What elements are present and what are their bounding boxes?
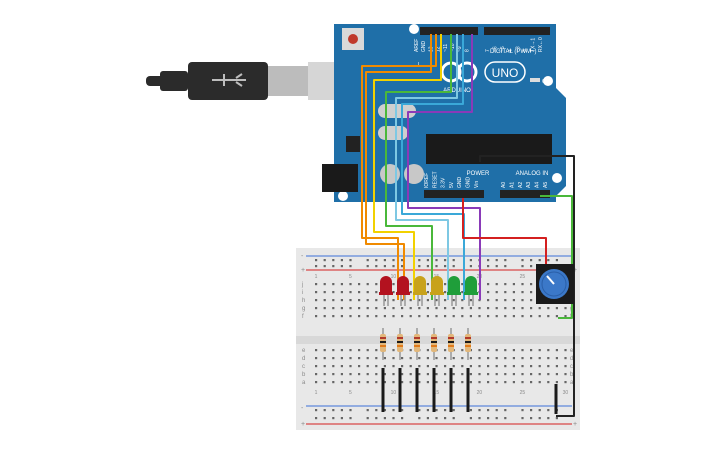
on-label: ON bbox=[542, 79, 550, 85]
svg-text:10: 10 bbox=[391, 274, 397, 280]
power-label: POWER bbox=[467, 171, 490, 177]
wire-orange-1 bbox=[361, 34, 437, 300]
svg-text:-: - bbox=[301, 253, 304, 260]
resistor bbox=[431, 328, 437, 360]
pin-label: ~3 bbox=[515, 46, 521, 52]
svg-text:i: i bbox=[302, 290, 303, 296]
wire-light-blue bbox=[395, 34, 458, 300]
pin-label: IOREF bbox=[424, 173, 430, 188]
svg-text:c: c bbox=[302, 364, 305, 370]
svg-text:5: 5 bbox=[349, 274, 352, 280]
reset-button bbox=[348, 34, 358, 44]
svg-text:c: c bbox=[570, 364, 573, 370]
svg-text:a: a bbox=[302, 380, 306, 386]
led-green bbox=[447, 276, 461, 306]
pin-label: ~5 bbox=[500, 46, 506, 52]
wire-orange-2 bbox=[365, 34, 432, 300]
pin-label: A4 bbox=[535, 182, 541, 188]
svg-text:15: 15 bbox=[434, 390, 440, 396]
pin-label: GND bbox=[421, 41, 427, 53]
wire-green bbox=[385, 34, 452, 300]
pin-label: TX→1 bbox=[531, 38, 537, 52]
svg-text:h: h bbox=[302, 298, 305, 304]
pin-label: 2 bbox=[523, 49, 529, 52]
pin-label: AREF bbox=[414, 39, 420, 52]
svg-text:a: a bbox=[570, 380, 574, 386]
svg-text:e: e bbox=[570, 348, 574, 354]
pin-label: ~10 bbox=[450, 43, 456, 52]
svg-text:b: b bbox=[570, 372, 574, 378]
led-red bbox=[396, 276, 410, 306]
svg-text:1: 1 bbox=[315, 274, 318, 280]
pin-label: A0 bbox=[501, 182, 507, 188]
led-yellow bbox=[430, 276, 444, 306]
svg-text:1: 1 bbox=[315, 390, 318, 396]
svg-text:25: 25 bbox=[520, 274, 526, 280]
pin-label: ~11 bbox=[443, 44, 449, 52]
svg-text:e: e bbox=[302, 348, 306, 354]
resistor bbox=[380, 328, 386, 360]
pin-label: ~6 bbox=[493, 46, 499, 52]
svg-text:g: g bbox=[302, 306, 305, 312]
model-label: UNO bbox=[492, 66, 519, 80]
led-yellow bbox=[413, 276, 427, 306]
led-red bbox=[379, 276, 393, 306]
led-green bbox=[464, 276, 478, 306]
svg-text:b: b bbox=[302, 372, 306, 378]
svg-text:10: 10 bbox=[391, 390, 397, 396]
pin-label: GND bbox=[466, 177, 472, 189]
svg-text:-: - bbox=[301, 405, 304, 412]
svg-text:+: + bbox=[573, 267, 577, 274]
pin-label: 5V bbox=[449, 181, 455, 188]
svg-text:d: d bbox=[302, 356, 305, 362]
pin-label: 8 bbox=[464, 49, 470, 52]
leds bbox=[379, 276, 478, 306]
pin-label: A5 bbox=[543, 182, 549, 188]
pin-label: 4 bbox=[508, 49, 514, 52]
svg-text:j: j bbox=[301, 282, 303, 288]
resistor bbox=[448, 328, 454, 360]
resistor bbox=[465, 328, 471, 360]
pin-label: 12 bbox=[436, 46, 442, 52]
pin-label: A2 bbox=[518, 182, 524, 188]
breadboard-holes bbox=[315, 259, 567, 420]
pin-label: Vin bbox=[474, 181, 480, 188]
pin-label: 3.3V bbox=[441, 177, 447, 188]
resistor bbox=[397, 328, 403, 360]
svg-text:+: + bbox=[301, 421, 305, 428]
pin-label: ~9 bbox=[457, 46, 463, 52]
pin-label: RESET bbox=[432, 171, 438, 188]
analog-label: ANALOG IN bbox=[516, 171, 549, 177]
usb-icon bbox=[212, 73, 246, 87]
svg-text:f: f bbox=[302, 314, 304, 320]
pin-label: A3 bbox=[526, 182, 532, 188]
ground-jumpers bbox=[381, 368, 558, 414]
svg-text:25: 25 bbox=[520, 390, 526, 396]
pin-label: A1 bbox=[509, 182, 515, 188]
svg-text:d: d bbox=[570, 356, 573, 362]
wires bbox=[361, 34, 575, 417]
svg-text:+: + bbox=[573, 421, 577, 428]
pin-label: 7 bbox=[485, 49, 491, 52]
pin-label: GND bbox=[457, 177, 463, 189]
usb-cable bbox=[146, 62, 358, 100]
pin-label: RX←0 bbox=[538, 37, 544, 52]
wire-green-analog bbox=[540, 195, 573, 319]
svg-text:+: + bbox=[301, 267, 305, 274]
svg-text:20: 20 bbox=[477, 390, 483, 396]
potentiometer bbox=[536, 264, 574, 304]
resistor bbox=[414, 328, 420, 360]
svg-text:5: 5 bbox=[349, 390, 352, 396]
resistors bbox=[380, 328, 471, 360]
wire-yellow bbox=[373, 34, 442, 300]
wire-black-gnd bbox=[479, 155, 575, 417]
digital-header-label: DIGITAL (PWM~) bbox=[490, 49, 537, 55]
svg-text:30: 30 bbox=[563, 390, 569, 396]
wire-purple bbox=[407, 34, 481, 300]
